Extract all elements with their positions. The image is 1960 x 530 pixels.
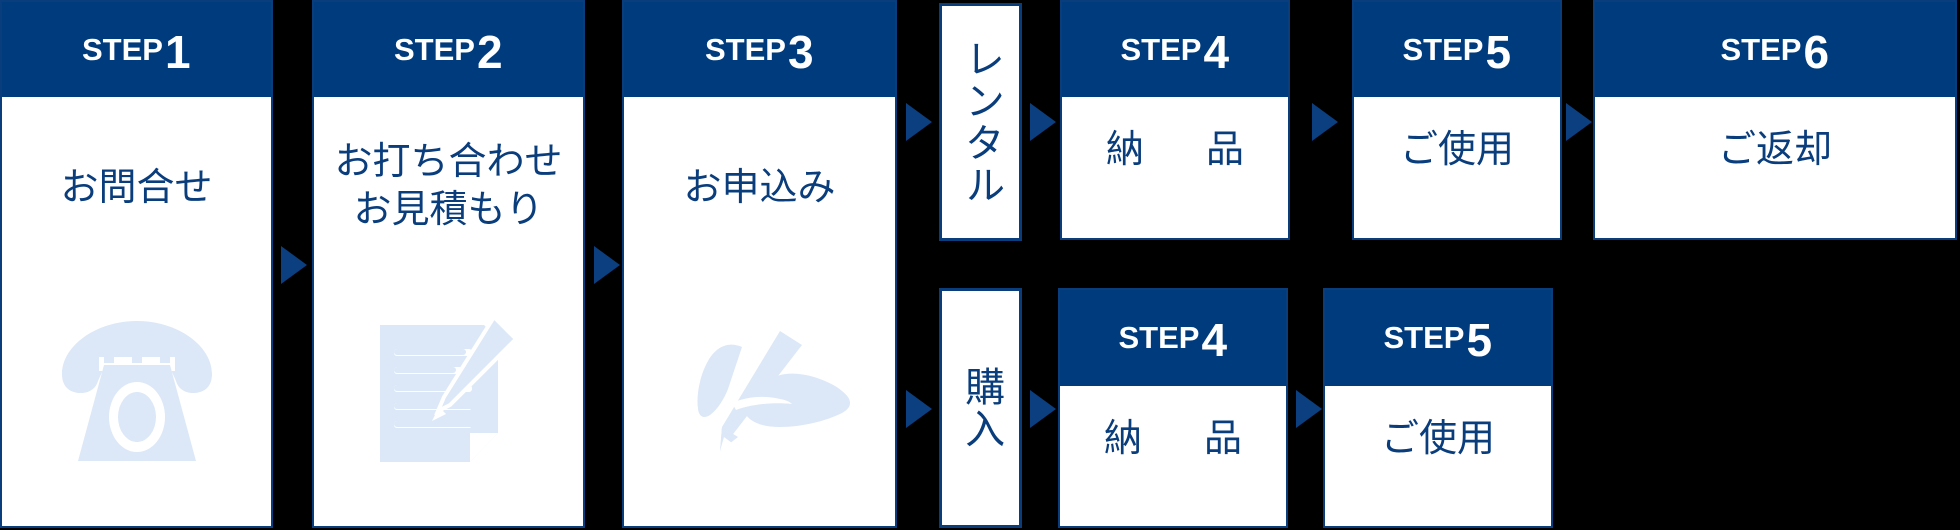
document-pencil-icon <box>376 315 526 470</box>
arrow-step2-to-step3 <box>594 246 620 284</box>
purchase-step-card-5-header: STEP 5 <box>1325 290 1551 386</box>
branch-box-rental[interactable]: レンタル <box>939 3 1022 241</box>
rental-step-card-5-label: ご使用 <box>1399 129 1514 171</box>
rental-step-card-5[interactable]: STEP 5 ご使用 <box>1352 0 1562 240</box>
step-card-1-header: STEP 1 <box>2 2 271 97</box>
rental-step-card-5-header: STEP 5 <box>1354 2 1560 97</box>
rental-step-card-4-body: 納 品 <box>1062 97 1288 238</box>
rental-step-card-4-header: STEP 4 <box>1062 2 1288 97</box>
purchase-step-card-4-label: 納 品 <box>1103 418 1254 460</box>
rental-step-card-4-label: 納 品 <box>1105 129 1256 171</box>
step-word: STEP <box>1118 320 1200 355</box>
step-word: STEP <box>1120 31 1202 67</box>
step-number: 3 <box>787 25 815 78</box>
branch-box-purchase[interactable]: 購入 <box>939 288 1022 528</box>
step-number: 2 <box>476 25 504 78</box>
step-word: STEP <box>1383 320 1465 355</box>
step-card-2-body: お打ち合わせ お見積もり <box>314 97 583 526</box>
rental-step-card-6-label: ご返却 <box>1717 129 1832 171</box>
purchase-step-card-5-label: ご使用 <box>1380 418 1495 460</box>
step-number: 6 <box>1803 25 1830 78</box>
arrow-rental-step5-to-step6 <box>1566 103 1592 141</box>
step-card-2-label: お打ち合わせ お見積もり <box>334 141 563 231</box>
step-card-1[interactable]: STEP 1 お問合せ <box>0 0 273 528</box>
step-word: STEP <box>704 31 786 67</box>
purchase-step-card-4-header: STEP 4 <box>1060 290 1286 386</box>
purchase-step-card-4-body: 納 品 <box>1060 386 1286 526</box>
branch-box-rental-label: レンタル <box>959 38 1004 206</box>
step-card-1-label: お問合せ <box>60 167 213 209</box>
step-number: 1 <box>164 25 192 78</box>
arrow-purchase-step4-to-step5 <box>1296 390 1322 428</box>
step-card-2-header: STEP 2 <box>314 2 583 97</box>
step-number: 4 <box>1201 314 1228 366</box>
step-card-3-body: お申込み <box>624 97 895 526</box>
step-number: 4 <box>1203 25 1230 78</box>
branch-box-purchase-label: 購入 <box>959 366 1004 450</box>
hand-writing-pen-icon <box>672 327 852 457</box>
step-card-3-header: STEP 3 <box>624 2 895 97</box>
rental-step-card-5-body: ご使用 <box>1354 97 1560 238</box>
telephone-icon <box>52 319 222 464</box>
rental-step-card-6-body: ご返却 <box>1595 97 1955 238</box>
step-number: 5 <box>1466 314 1493 366</box>
step-word: STEP <box>81 31 163 67</box>
step-card-2[interactable]: STEP 2 お打ち合わせ お見積もり <box>312 0 585 528</box>
rental-step-card-6[interactable]: STEP 6 ご返却 <box>1593 0 1957 240</box>
step-word: STEP <box>1402 31 1484 67</box>
step-card-3-label: お申込み <box>683 167 836 209</box>
arrow-rental-step4-to-step5 <box>1312 103 1338 141</box>
arrow-step1-to-step2 <box>281 246 307 284</box>
step-word: STEP <box>393 31 475 67</box>
arrow-purchase-to-step4 <box>1030 390 1056 428</box>
purchase-step-card-4[interactable]: STEP 4 納 品 <box>1058 288 1288 528</box>
rental-step-card-6-header: STEP 6 <box>1595 2 1955 97</box>
step-card-3[interactable]: STEP 3 お申込み <box>622 0 897 528</box>
arrow-rental-to-step4 <box>1030 103 1056 141</box>
step-word: STEP <box>1720 31 1802 67</box>
purchase-step-card-5-body: ご使用 <box>1325 386 1551 526</box>
arrow-step3-to-rental <box>906 103 932 141</box>
step-number: 5 <box>1485 25 1512 78</box>
rental-step-card-4[interactable]: STEP 4 納 品 <box>1060 0 1290 240</box>
step-card-1-body: お問合せ <box>2 97 271 526</box>
arrow-step3-to-purchase <box>906 390 932 428</box>
purchase-step-card-5[interactable]: STEP 5 ご使用 <box>1323 288 1553 528</box>
